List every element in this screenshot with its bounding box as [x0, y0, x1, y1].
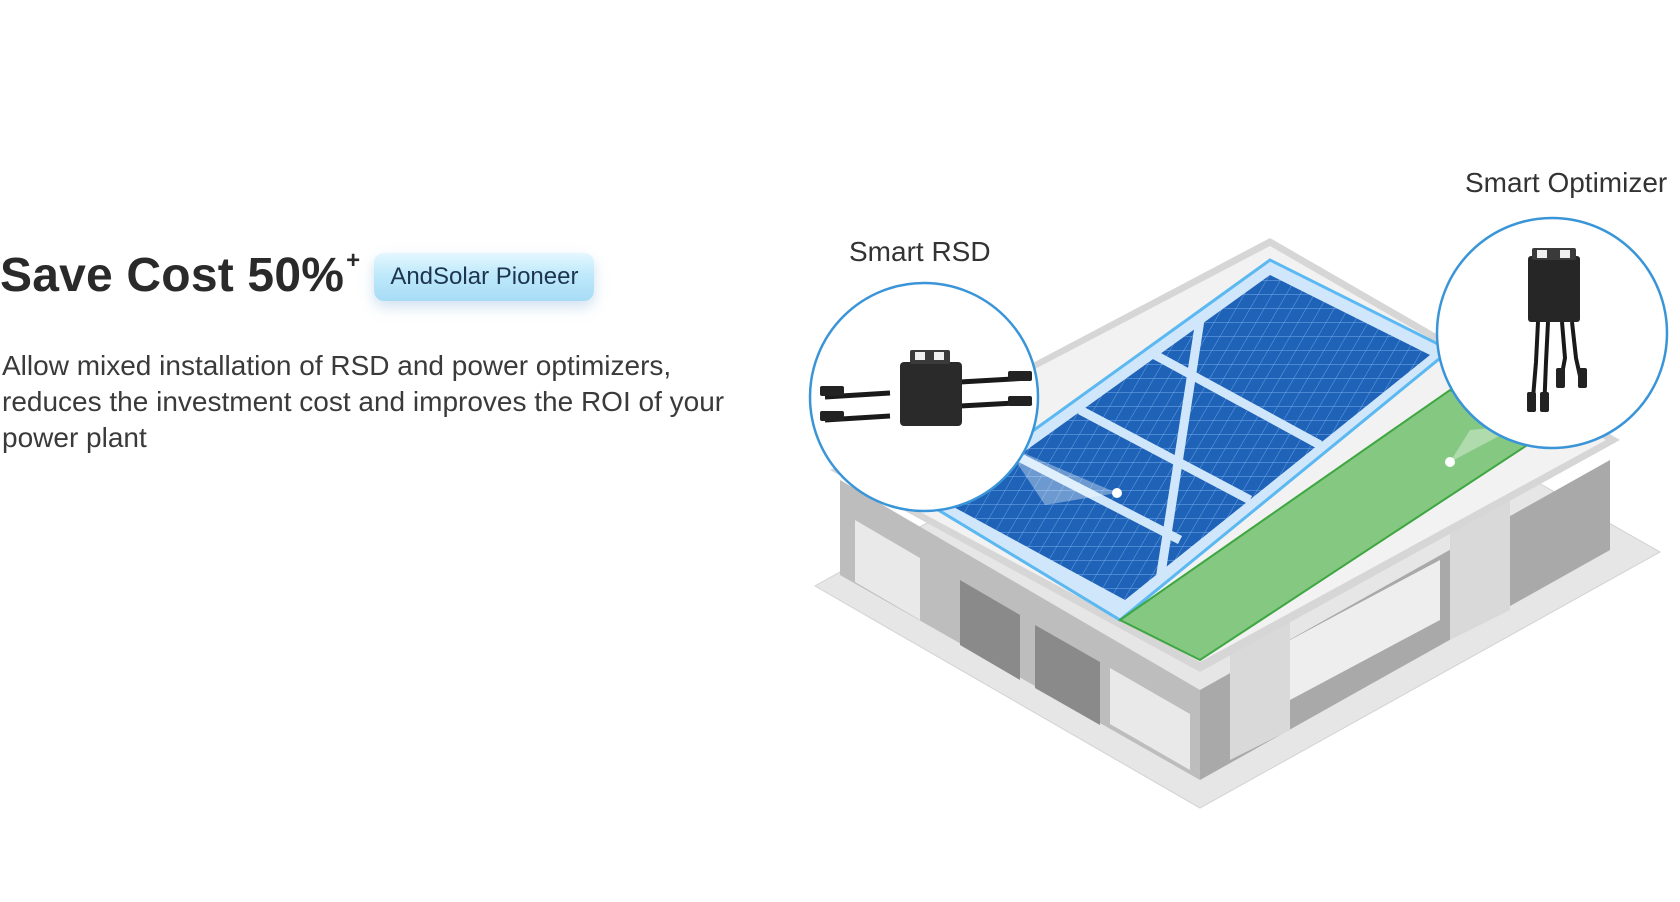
panel-gaps: [1012, 319, 1323, 581]
smart-rsd-label: Smart RSD: [849, 236, 991, 267]
optimizer-pointer-dot: [1445, 457, 1455, 467]
optimizer-device-icon: [1527, 248, 1587, 413]
heading-row: Save Cost 50%+ AndSolar Pioneer: [0, 247, 595, 303]
rsd-device-icon: [820, 350, 1033, 426]
smart-optimizer-label: Smart Optimizer: [1465, 167, 1668, 198]
solar-panels: [950, 275, 1430, 600]
description-text: Allow mixed installation of RSD and powe…: [2, 350, 725, 453]
rsd-pointer-dot: [1112, 488, 1122, 498]
title-text: Save Cost 50%: [0, 249, 345, 302]
page-title: Save Cost 50%+: [0, 247, 361, 303]
title-superscript: +: [346, 247, 361, 274]
optimizer-callout: [1435, 216, 1669, 450]
left-facade-windows: [855, 520, 1190, 770]
rsd-callout: [808, 281, 1040, 513]
pioneer-badge: AndSolar Pioneer: [374, 252, 595, 301]
